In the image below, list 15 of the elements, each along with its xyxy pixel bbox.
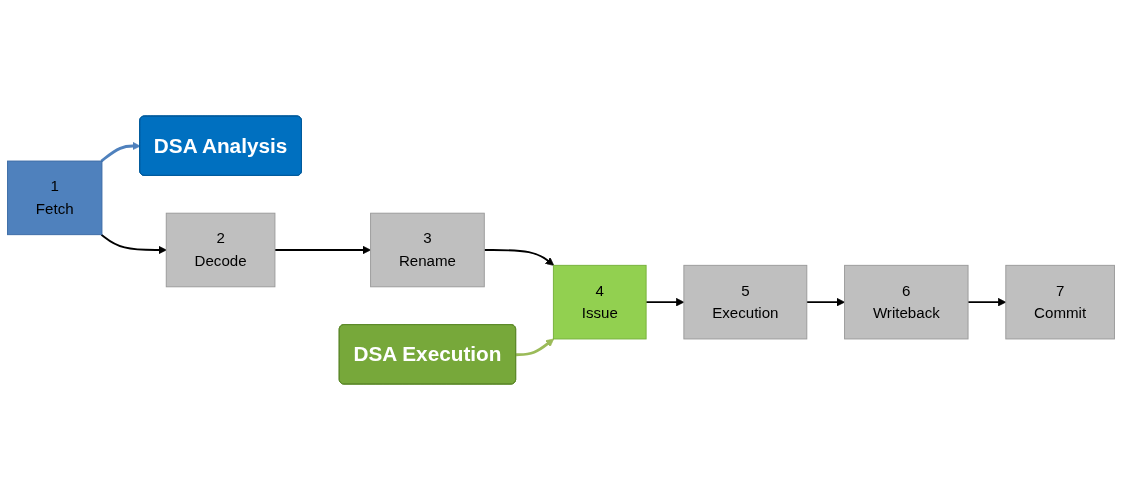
arrow	[645, 298, 685, 307]
node-box: 2 Decode	[165, 212, 276, 288]
arrow	[100, 141, 141, 163]
arrow	[516, 338, 555, 357]
node-box: 5 Execution	[683, 264, 808, 340]
arrow	[483, 249, 555, 266]
node-box: 4 Issue	[552, 264, 647, 340]
arrow	[274, 245, 371, 255]
node-box: 3 Rename	[370, 212, 485, 288]
arrow	[805, 298, 845, 307]
node-box: 7 Commit	[1005, 264, 1115, 340]
arrow	[100, 233, 167, 255]
node-box: 1 Fetch	[7, 160, 103, 236]
arrow	[967, 298, 1007, 307]
node-box: 6 Writeback	[844, 264, 969, 340]
